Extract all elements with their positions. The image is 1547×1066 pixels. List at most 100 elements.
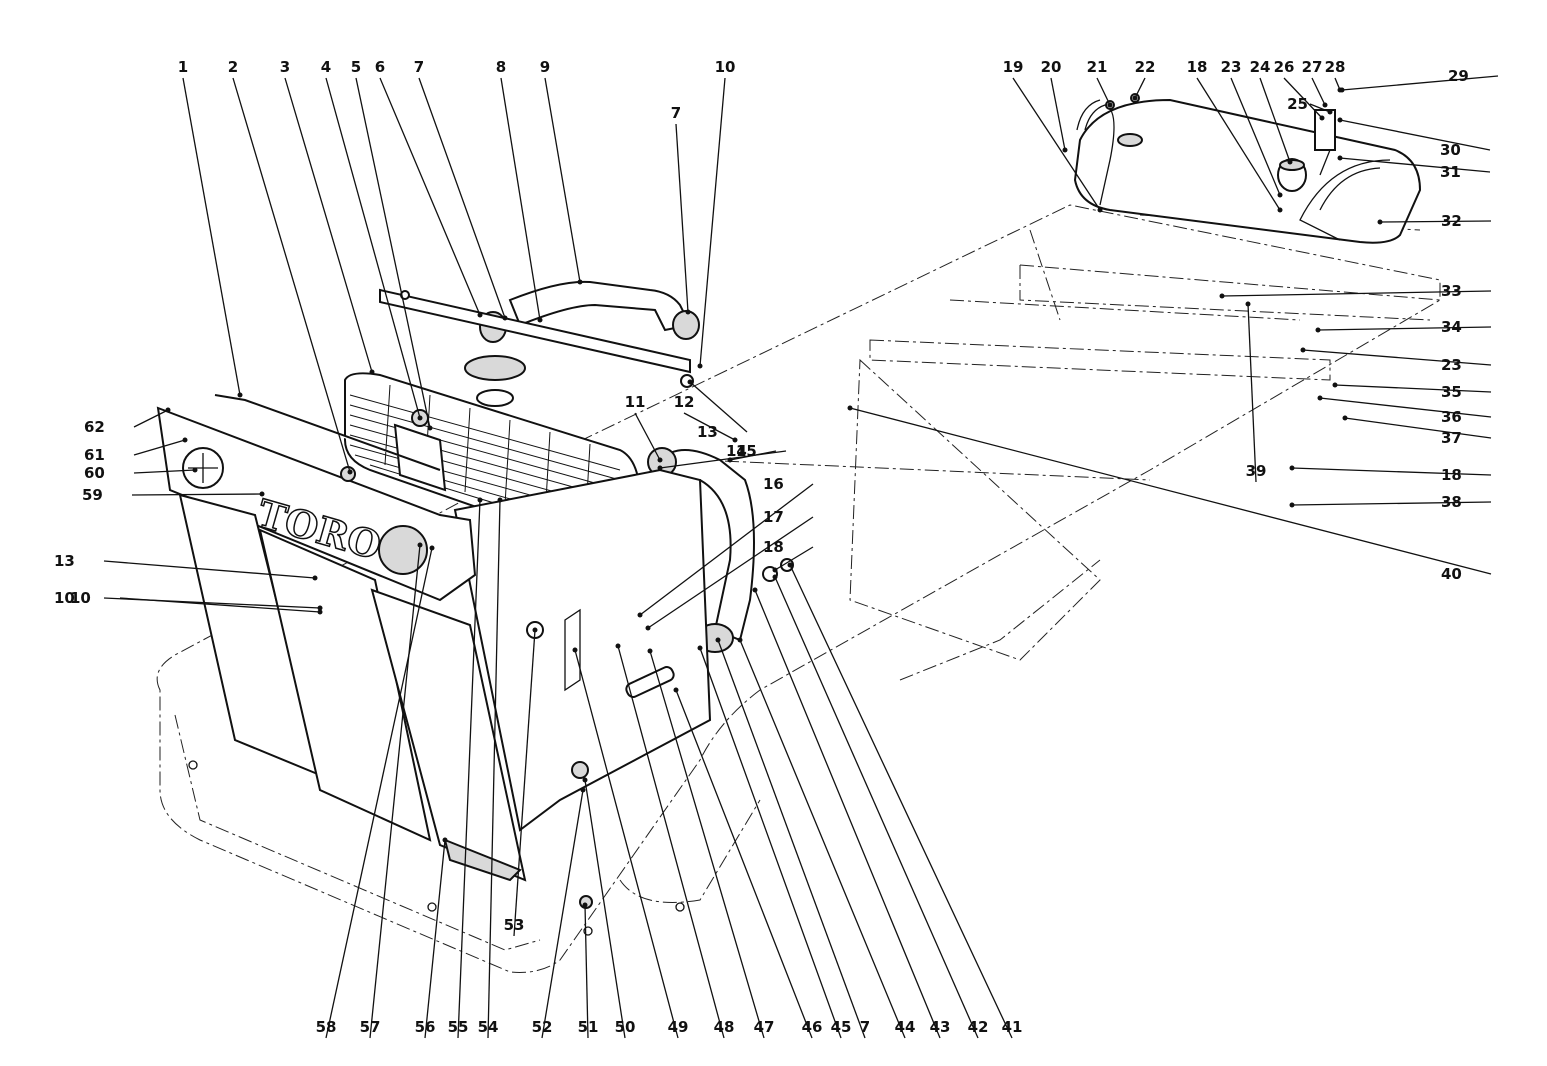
leader-dot	[317, 609, 323, 615]
leader-line	[1096, 77, 1111, 106]
leader-dot	[1337, 155, 1343, 161]
callout-label: 62	[84, 418, 105, 436]
callout-label: 39	[1246, 462, 1267, 480]
leader-dot	[182, 437, 188, 443]
callout-label: 41	[1002, 1018, 1023, 1036]
leader-line	[617, 645, 725, 1039]
leader-line	[675, 123, 689, 313]
brace-bar	[379, 288, 691, 374]
leader-dot	[657, 465, 663, 471]
callout-label: 4	[321, 58, 331, 76]
leader-line	[1221, 290, 1492, 297]
leader-line	[1334, 384, 1492, 393]
leader-dot	[477, 312, 483, 318]
callout-label: 42	[968, 1018, 989, 1036]
leader-line	[647, 516, 814, 629]
callout-label: 26	[1274, 58, 1295, 76]
callout-label: 33	[1441, 282, 1462, 300]
leader-dot	[1277, 207, 1283, 213]
leader-dot	[1337, 117, 1343, 123]
leader-dot	[637, 612, 643, 618]
leader-dot	[580, 787, 586, 793]
leader-dot	[429, 545, 435, 551]
leader-dot	[537, 317, 543, 323]
callout-label: 38	[1441, 493, 1462, 511]
callout-label: 7	[671, 104, 681, 122]
leader-dot	[1317, 395, 1323, 401]
leader-dot	[237, 392, 243, 398]
front-panel: TORO	[156, 394, 477, 602]
leader-dot	[772, 567, 778, 573]
leader-dot	[259, 491, 265, 497]
leader-dot	[787, 562, 793, 568]
leader-dot	[369, 369, 375, 375]
callout-label: 37	[1441, 429, 1462, 447]
callout-label: 10	[70, 589, 91, 607]
leader-line	[1259, 77, 1291, 163]
leader-line	[1379, 220, 1492, 223]
callout-label: 6	[375, 58, 385, 76]
leader-dot	[502, 315, 508, 321]
leader-dot	[1277, 192, 1283, 198]
leader-line	[649, 650, 765, 1039]
leader-line	[789, 564, 1013, 1039]
leader-line	[639, 483, 814, 616]
leader-line	[182, 77, 241, 396]
leader-line	[699, 77, 726, 367]
leader-line	[1050, 77, 1066, 151]
leader-dot	[1062, 147, 1068, 153]
leader-dot	[572, 647, 578, 653]
callout-label: 57	[360, 1018, 381, 1036]
leader-dot	[192, 467, 198, 473]
leader-line	[1291, 501, 1492, 506]
leader-line	[133, 409, 169, 428]
leader-line	[1196, 77, 1281, 211]
callout-label: 44	[895, 1018, 916, 1036]
callout-label: 23	[1441, 356, 1462, 374]
leader-line	[103, 560, 316, 579]
leader-line	[424, 839, 446, 1039]
callout-label: 46	[802, 1018, 823, 1036]
callout-label: 2	[228, 58, 238, 76]
callout-label: 3	[280, 58, 290, 76]
leader-line	[774, 576, 979, 1039]
leader-line	[754, 589, 941, 1039]
callout-label: 30	[1440, 141, 1461, 159]
callout-label: 19	[1003, 58, 1024, 76]
callout-label: 60	[84, 464, 105, 482]
leader-dot	[647, 648, 653, 654]
leader-dot	[1315, 327, 1321, 333]
leader-dot	[312, 575, 318, 581]
leader-dot	[1319, 115, 1325, 121]
leader-line	[1134, 77, 1146, 99]
leader-line	[774, 546, 814, 571]
leader-dot	[847, 405, 853, 411]
leader-dot	[1097, 207, 1103, 213]
leader-line	[369, 544, 421, 1039]
leader-line	[1311, 77, 1326, 106]
callout-label: 48	[714, 1018, 735, 1036]
callout-label: 54	[478, 1018, 499, 1036]
leader-line	[849, 407, 1492, 575]
leader-line	[574, 649, 679, 1039]
leader-dot	[1132, 95, 1138, 101]
leader-line	[683, 412, 736, 441]
callout-label: 8	[496, 58, 506, 76]
leader-line	[584, 779, 626, 1039]
leader-line	[103, 597, 321, 609]
leader-line	[1344, 417, 1492, 439]
leader-dot	[615, 643, 621, 649]
callout-label: 16	[763, 475, 784, 493]
callout-label: 18	[1187, 58, 1208, 76]
callout-label: 58	[316, 1018, 337, 1036]
callout-label: 24	[1250, 58, 1271, 76]
leader-dot	[645, 625, 651, 631]
leader-line	[133, 469, 196, 474]
leader-line	[1247, 303, 1257, 483]
leader-line	[541, 789, 584, 1039]
leader-dot	[582, 777, 588, 783]
leader-line	[1319, 397, 1492, 418]
leader-line	[1339, 119, 1491, 151]
